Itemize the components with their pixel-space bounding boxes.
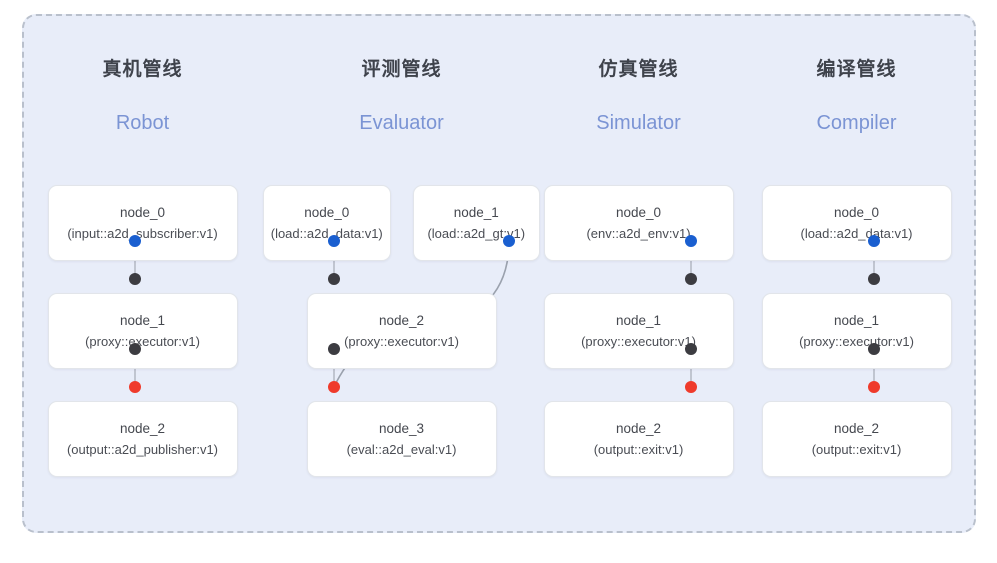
node-row: node_2 (output::a2d_publisher:v1) (22, 401, 263, 477)
node-box[interactable]: node_0 (input::a2d_subscriber:v1) (47, 185, 238, 261)
node-name: node_1 (119, 313, 166, 329)
node-box[interactable]: node_0 (load::a2d_data:v1) (761, 185, 952, 261)
node-type: (load::a2d_data:v1) (270, 225, 383, 241)
node-box[interactable]: node_1 (proxy::executor:v1) (543, 293, 734, 369)
node-type: (output::exit:v1) (811, 441, 902, 457)
node-name: node_2 (833, 421, 880, 437)
node-stack-evaluator: node_0 (load::a2d_data:v1) node_1 (load:… (263, 174, 540, 504)
node-type: (output::a2d_publisher:v1) (66, 441, 219, 457)
column-subtitle-compiler: Compiler (816, 112, 897, 134)
node-name: node_0 (304, 205, 350, 221)
node-box[interactable]: node_0 (env::a2d_env:v1) (543, 185, 734, 261)
node-name: node_0 (615, 205, 662, 221)
node-name: node_3 (378, 421, 425, 437)
node-row: node_1 (proxy::executor:v1) (22, 293, 263, 369)
node-type: (proxy::executor:v1) (85, 333, 200, 349)
node-type: (input::a2d_subscriber:v1) (67, 225, 218, 241)
pipeline-column-robot: 真机管线 Robot node_0 (input::a2d_subscriber… (22, 14, 263, 533)
node-name: node_2 (119, 421, 166, 437)
node-type: (proxy::executor:v1) (799, 333, 914, 349)
node-box[interactable]: node_2 (proxy::executor:v1) (306, 293, 497, 369)
node-box[interactable]: node_2 (output::exit:v1) (761, 401, 952, 477)
node-row: node_2 (output::exit:v1) (737, 401, 976, 477)
pipeline-column-evaluator: 评测管线 Evaluator node_0 (load::a2d_data:v1… (263, 14, 540, 533)
node-box[interactable]: node_0 (load::a2d_data:v1) (263, 185, 391, 261)
pipeline-columns: 真机管线 Robot node_0 (input::a2d_subscriber… (22, 14, 976, 533)
node-type: (eval::a2d_eval:v1) (346, 441, 457, 457)
node-stack-compiler: node_0 (load::a2d_data:v1) node_1 (proxy… (737, 174, 976, 504)
column-subtitle-simulator: Simulator (596, 112, 681, 134)
node-type: (load::a2d_gt:v1) (427, 225, 526, 241)
node-type: (proxy::executor:v1) (344, 333, 459, 349)
node-row: node_2 (proxy::executor:v1) (263, 293, 540, 369)
column-subtitle-evaluator: Evaluator (359, 112, 444, 134)
node-box[interactable]: node_2 (output::exit:v1) (543, 401, 734, 477)
node-type: (env::a2d_env:v1) (586, 225, 691, 241)
node-row: node_2 (output::exit:v1) (540, 401, 737, 477)
node-name: node_1 (615, 313, 662, 329)
pipeline-column-simulator: 仿真管线 Simulator node_0 (env::a2d_env:v1) … (540, 14, 737, 533)
node-row: node_3 (eval::a2d_eval:v1) (263, 401, 540, 477)
node-type: (output::exit:v1) (593, 441, 684, 457)
node-box[interactable]: node_3 (eval::a2d_eval:v1) (306, 401, 497, 477)
node-row: node_0 (load::a2d_data:v1) node_1 (load:… (263, 185, 540, 261)
node-box[interactable]: node_2 (output::a2d_publisher:v1) (47, 401, 238, 477)
node-row: node_0 (load::a2d_data:v1) (737, 185, 976, 261)
node-name: node_0 (833, 205, 880, 221)
node-name: node_1 (453, 205, 499, 221)
node-name: node_2 (615, 421, 662, 437)
node-box[interactable]: node_1 (proxy::executor:v1) (761, 293, 952, 369)
column-title-simulator: 仿真管线 (598, 59, 679, 80)
column-title-evaluator: 评测管线 (361, 59, 442, 80)
node-stack-simulator: node_0 (env::a2d_env:v1) node_1 (proxy::… (540, 174, 737, 504)
pipeline-column-compiler: 编译管线 Compiler node_0 (load::a2d_data:v1)… (737, 14, 976, 533)
node-row: node_0 (env::a2d_env:v1) (540, 185, 737, 261)
column-title-compiler: 编译管线 (816, 59, 897, 80)
node-row: node_1 (proxy::executor:v1) (540, 293, 737, 369)
node-name: node_2 (378, 313, 425, 329)
node-row: node_0 (input::a2d_subscriber:v1) (22, 185, 263, 261)
node-type: (proxy::executor:v1) (581, 333, 696, 349)
column-title-robot: 真机管线 (102, 59, 183, 80)
node-box[interactable]: node_1 (proxy::executor:v1) (47, 293, 238, 369)
node-name: node_1 (833, 313, 880, 329)
node-type: (load::a2d_data:v1) (800, 225, 913, 241)
node-stack-robot: node_0 (input::a2d_subscriber:v1) node_1… (22, 174, 263, 504)
node-name: node_0 (119, 205, 166, 221)
node-box[interactable]: node_1 (load::a2d_gt:v1) (412, 185, 540, 261)
node-row: node_1 (proxy::executor:v1) (737, 293, 976, 369)
column-subtitle-robot: Robot (115, 112, 170, 134)
